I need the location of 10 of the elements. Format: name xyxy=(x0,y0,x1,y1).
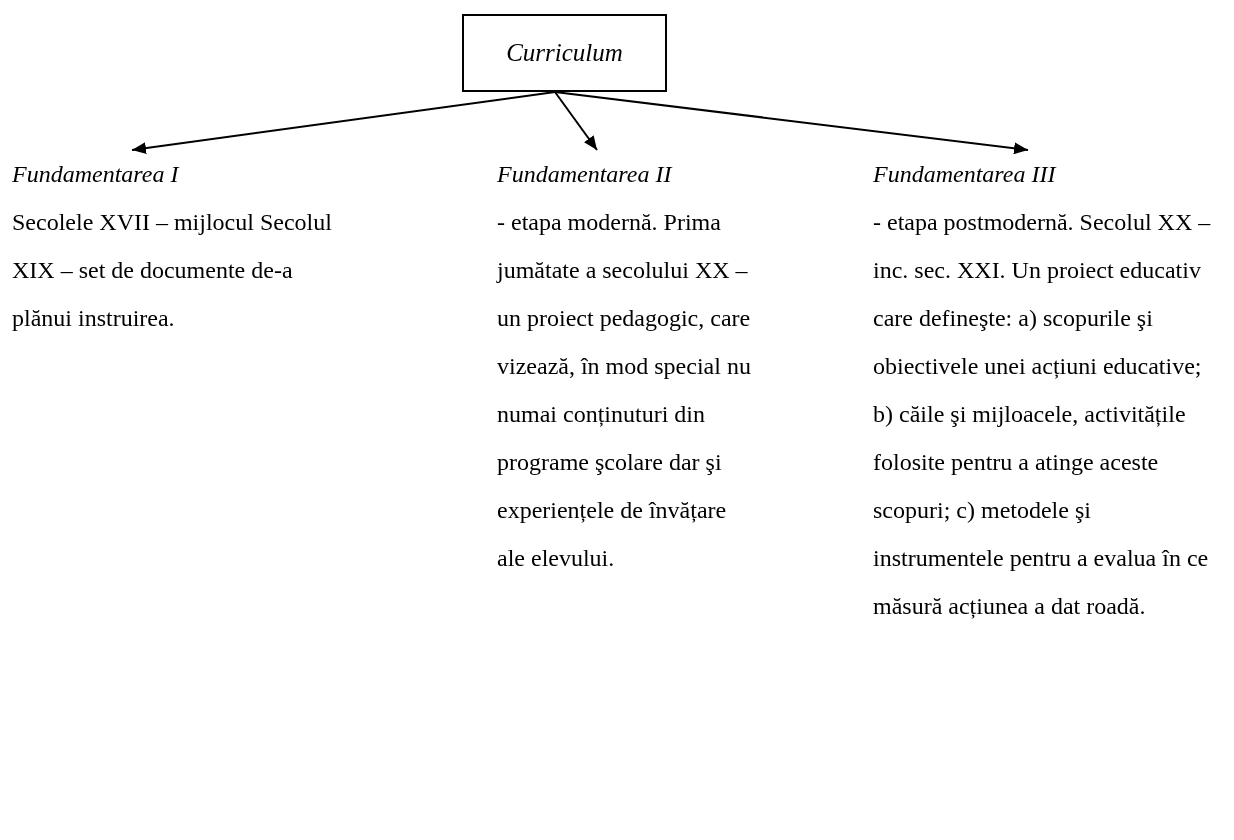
description-text: - etapa postmodernă. Secolul XX – inc. sec. XXI. Un proiect educativ care defineşte: a) scopurile şi obiectivele unei acțiuni educative; b) căile şi mijloacele, activitățile folosite pentru a atinge aceste scopuri; c) metodele şi instrumentele pentru a evalua în ce măsură acțiunea a dat roadă. xyxy=(873,208,1212,621)
arrow xyxy=(554,91,1029,155)
arrow xyxy=(554,91,598,151)
concept-box: Curriculum xyxy=(462,14,667,92)
description-text: Secolele XVII – mijlocul Secolul XIX – set de documente de-a plănui instruirea. xyxy=(12,208,333,333)
description-text: - etapa modernă. Prima jumătate a secolului XX – un proiect pedagogic, care vizează, în mod special nu numai conținuturi din programe şcolare dar şi experiențele de învățare ale elevului. xyxy=(497,208,752,573)
column-heading: Fundamentarea III xyxy=(873,160,1058,189)
column-heading: Fundamentarea II xyxy=(497,160,674,189)
arrow xyxy=(131,91,556,155)
column-heading: Fundamentarea I xyxy=(12,160,181,189)
